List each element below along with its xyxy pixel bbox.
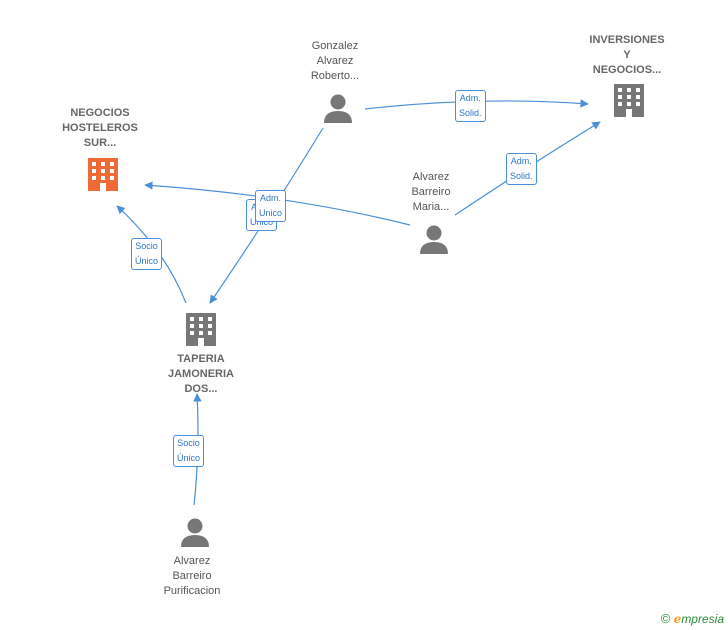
person-label-purificacion[interactable]: Alvarez Barreiro Purificacion (163, 555, 221, 597)
brand-rest: mpresia (681, 612, 724, 626)
building-icon (186, 313, 216, 346)
company-label-negocios[interactable]: NEGOCIOS HOSTELEROS SUR... (62, 107, 138, 149)
building-icon (614, 84, 644, 117)
company-label-taperia[interactable]: TAPERIA JAMONERIA DOS... (167, 353, 234, 395)
empresia-logo: © empresia (661, 611, 724, 626)
edge-label-adm-solid: Adm. Solid. (455, 90, 486, 122)
edge-label-adm-unico: Adm. Unico (255, 190, 287, 222)
person-label-maria[interactable]: Alvarez Barreiro Maria... (411, 171, 451, 213)
person-label-gonzalez[interactable]: Gonzalez Alvarez Roberto... (310, 40, 360, 82)
person-icon (324, 94, 352, 123)
edge-label-socio-unico: Socio Único (131, 238, 163, 270)
edge-label-socio-unico: Socio Único (173, 435, 205, 467)
brand-e: e (673, 612, 682, 626)
edge-label-adm-solid: Adm. Solid. (506, 153, 537, 185)
person-icon (420, 225, 448, 254)
building-icon (88, 158, 118, 191)
person-icon (181, 518, 209, 547)
company-label-inversiones[interactable]: INVERSIONES Y NEGOCIOS... (589, 34, 665, 76)
copyright-symbol: © (660, 611, 671, 626)
